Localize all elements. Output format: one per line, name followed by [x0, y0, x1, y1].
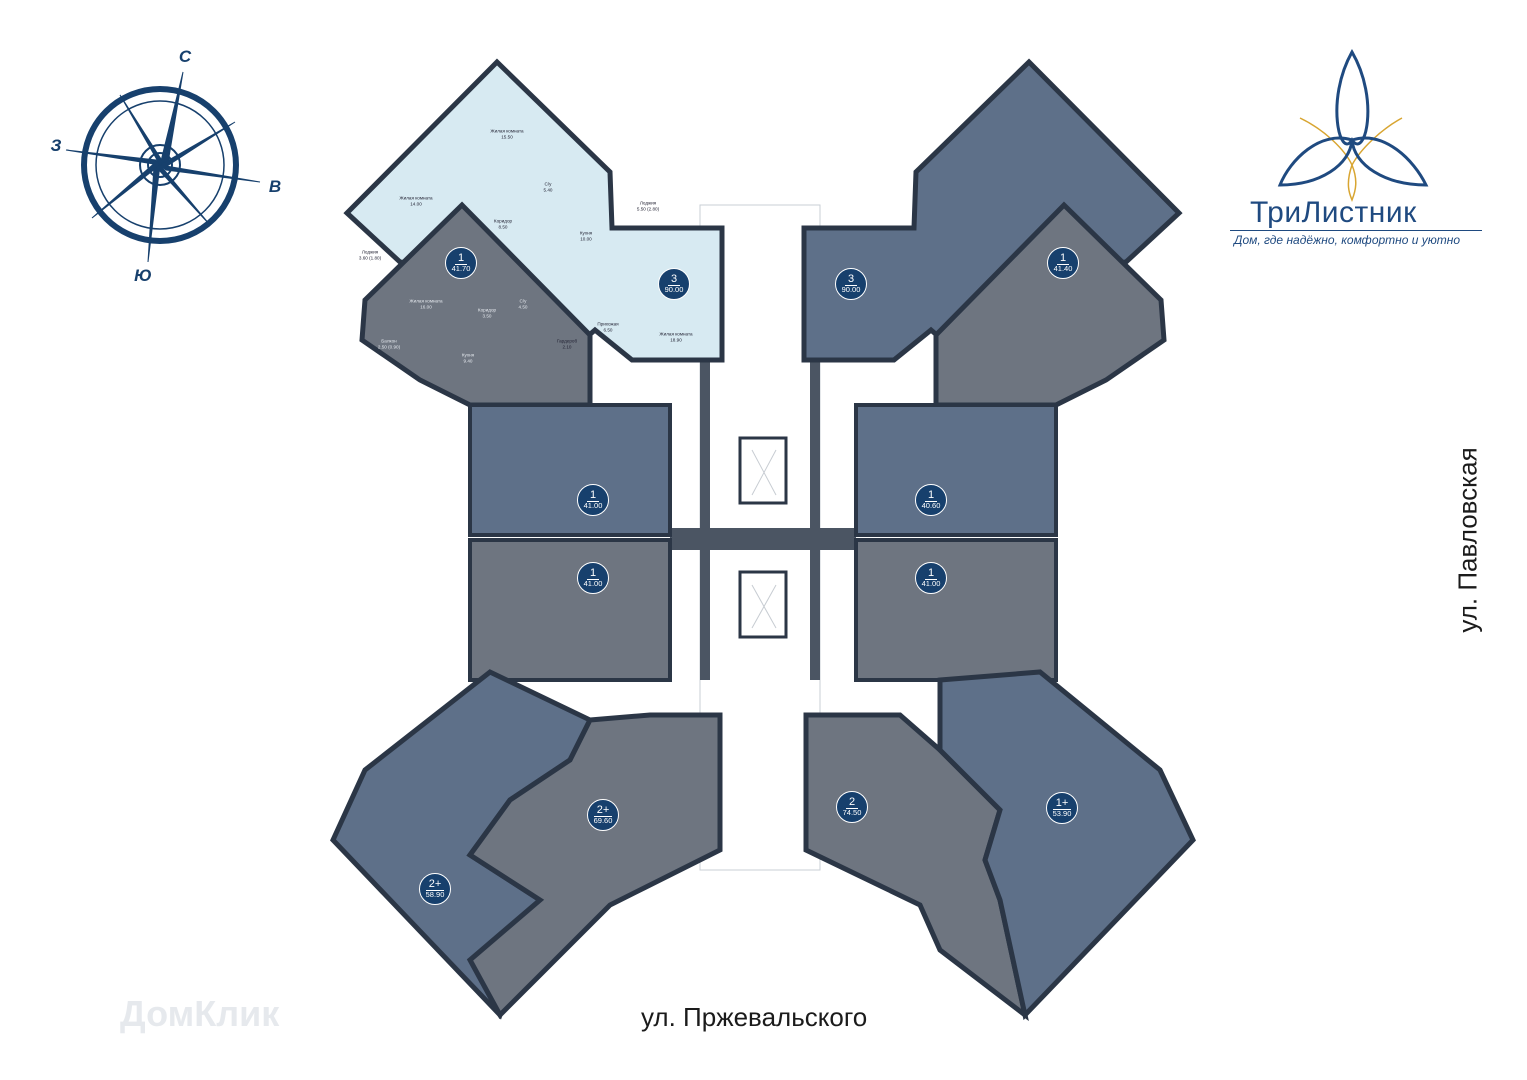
- area: 41.00: [583, 501, 603, 510]
- area: 53.90: [1052, 809, 1072, 818]
- rooms-count: 1: [586, 568, 600, 580]
- area: 41.70: [451, 264, 471, 273]
- apartment-1-41.00-c[interactable]: [854, 538, 1058, 682]
- apartment-1-40.60[interactable]: [854, 403, 1058, 537]
- area: 74.50: [842, 808, 862, 817]
- area: 40.60: [921, 501, 941, 510]
- rooms-count: 2+: [593, 805, 613, 817]
- domclick-watermark: ДомКлик: [120, 993, 280, 1034]
- brand-name: ТриЛистник: [1250, 196, 1417, 229]
- area: 90.00: [664, 285, 684, 294]
- street-label-bottom: ул. Пржевальского: [641, 1002, 868, 1032]
- area: 41.00: [583, 579, 603, 588]
- compass-rose-icon: [65, 71, 261, 263]
- compass-north-label: С: [178, 47, 192, 66]
- apartment-1-41.00-b[interactable]: [468, 538, 672, 682]
- apartment-badge[interactable]: 1+53.90: [1046, 792, 1078, 824]
- trilistnik-logo: [1277, 48, 1429, 203]
- area: 58.90: [425, 890, 445, 899]
- area: 69.60: [593, 816, 613, 825]
- brand-slogan: Дом, где надёжно, комфортно и уютно: [1234, 233, 1461, 247]
- apartment-badge[interactable]: 2+69.60: [587, 799, 619, 831]
- area: 41.40: [1053, 264, 1073, 273]
- rooms-count: 1+: [1052, 798, 1072, 810]
- rooms-count: 2+: [425, 879, 445, 891]
- brand-divider: [1230, 230, 1482, 231]
- area: 41.00: [921, 579, 941, 588]
- rooms-count: 2: [845, 797, 859, 809]
- rooms-count: 3: [667, 274, 681, 286]
- rooms-count: 1: [586, 490, 600, 502]
- apartment-1-41.00-a[interactable]: [468, 403, 672, 537]
- rooms-count: 1: [454, 253, 468, 265]
- compass-south-label: Ю: [134, 266, 152, 285]
- rooms-count: 1: [1056, 253, 1070, 265]
- street-label-right: ул. Павловская: [1452, 447, 1483, 633]
- rooms-count: 3: [844, 274, 858, 286]
- stairs: [738, 436, 788, 639]
- apartment-1plus-53.90[interactable]: [937, 669, 1196, 1021]
- compass-west-label: З: [50, 136, 62, 155]
- area: 90.00: [841, 285, 861, 294]
- rooms-count: 1: [924, 568, 938, 580]
- compass-east-label: В: [268, 177, 282, 196]
- rooms-count: 1: [924, 490, 938, 502]
- apartment-2plus-69.60[interactable]: [466, 712, 723, 1020]
- apartment-badge[interactable]: 2+58.90: [419, 873, 451, 905]
